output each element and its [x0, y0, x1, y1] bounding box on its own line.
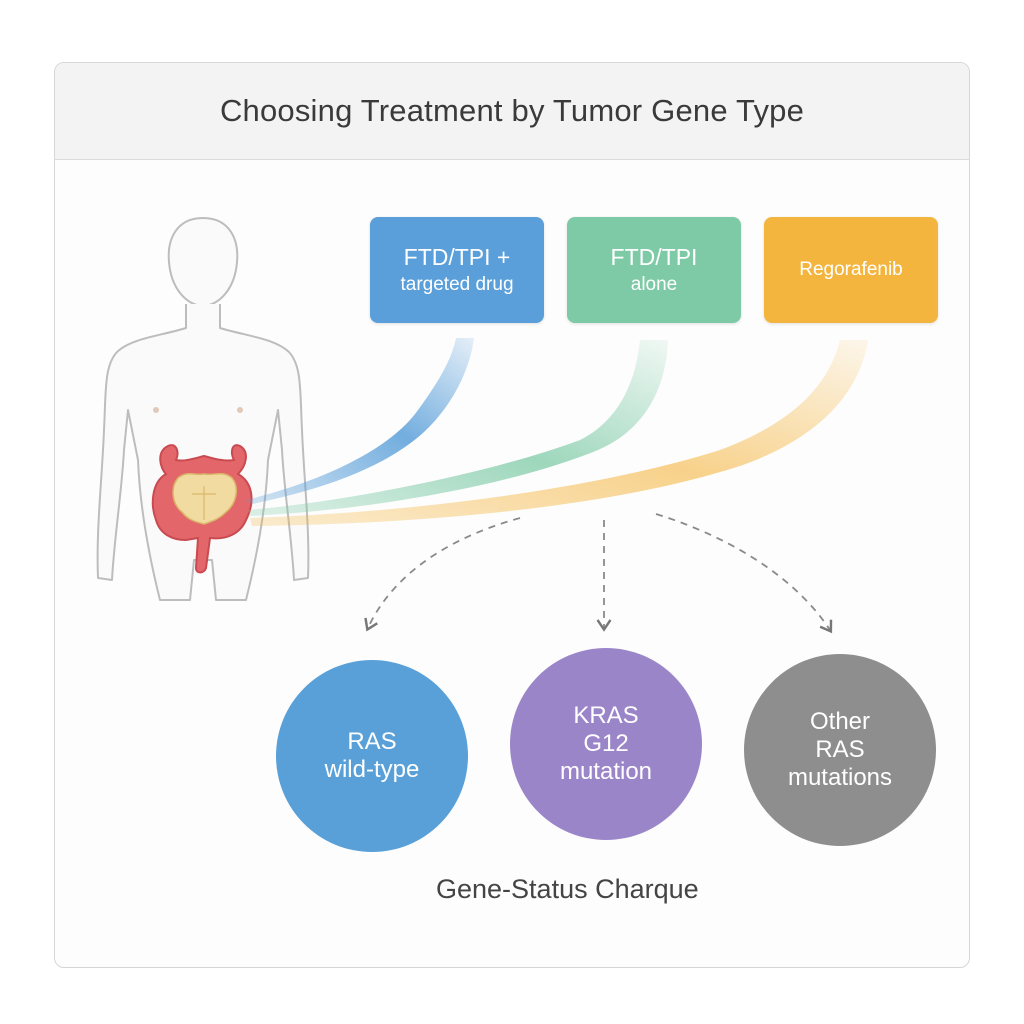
diagram-title: Choosing Treatment by Tumor Gene Type: [219, 93, 805, 128]
flow-ribbon-orange: [250, 340, 868, 526]
human-body-icon: [96, 217, 310, 601]
treatment-box-ftd-tpi-targeted: FTD/TPI + targeted drug: [370, 217, 544, 323]
gene-label-line1: KRAS: [573, 702, 639, 729]
flow-ribbon-green: [248, 340, 668, 516]
gene-circle-ras-wild-type: RAS wild-type: [276, 660, 468, 852]
gene-label-line3: mutation: [559, 758, 653, 785]
gene-label-line1: RAS: [347, 728, 397, 755]
flow-ribbon-blue: [246, 338, 474, 504]
treatment-label-line1: FTD/TPI +: [403, 244, 511, 270]
gene-label-line2: wild-type: [324, 756, 420, 783]
title-bar: Choosing Treatment by Tumor Gene Type: [55, 63, 969, 160]
gene-label-line2: RAS: [815, 736, 865, 763]
gene-circle-other-ras: Other RAS mutations: [744, 654, 936, 846]
dashed-arrow-left: [364, 517, 521, 632]
treatment-label-line2: alone: [630, 274, 678, 295]
diagram-caption: Gene-Status Charque: [436, 874, 699, 904]
treatment-box-ftd-tpi-alone: FTD/TPI alone: [567, 217, 741, 323]
gene-circle-kras-g12: KRAS G12 mutation: [510, 648, 702, 840]
gene-label-line1: Other: [809, 708, 871, 735]
dashed-arrow-right: [655, 513, 833, 634]
gene-label-line3: mutations: [787, 764, 893, 791]
treatment-label: Regorafenib: [799, 259, 903, 280]
gene-label-line2: G12: [583, 730, 629, 757]
treatment-label-line1: FTD/TPI: [610, 244, 698, 270]
colon-organ-icon: [151, 444, 253, 574]
treatment-box-regorafenib: Regorafenib: [764, 217, 938, 323]
treatment-label-line2: targeted drug: [400, 274, 514, 295]
